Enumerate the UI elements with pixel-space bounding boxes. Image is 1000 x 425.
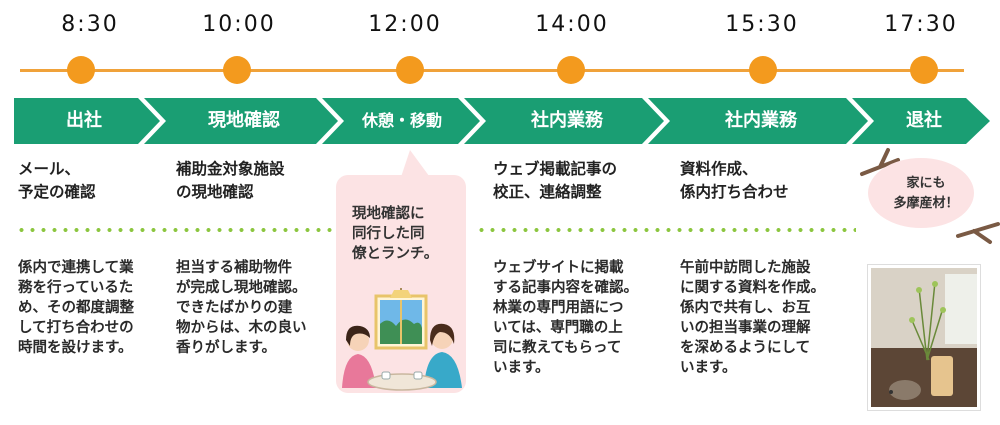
note-cloud	[868, 158, 974, 228]
timeline-dot	[223, 56, 251, 84]
step-label: 社内業務	[531, 110, 603, 131]
time-label: 8:30	[61, 12, 119, 37]
task-description: 午前中訪問した施設 に関する資料を作成。 係内で共有し、お互 いの担当事業の理解…	[680, 260, 825, 376]
step-chevrons	[14, 98, 990, 144]
time-label: 14:00	[535, 12, 609, 37]
task-heading: 資料作成、 係内打ち合わせ	[680, 160, 789, 201]
table-top	[367, 373, 437, 391]
timeline-dot	[910, 56, 938, 84]
timeline-dot	[67, 56, 95, 84]
photo-leaf	[932, 281, 938, 287]
step-label: 退社	[906, 110, 942, 131]
photo-hedgehog-nose	[889, 390, 893, 394]
timeline-dot	[557, 56, 585, 84]
photo-leaf	[916, 287, 922, 293]
chevron-step-2	[144, 98, 338, 144]
photo-wooden-vase	[931, 356, 953, 396]
person-left-body	[342, 354, 376, 388]
task-heading: 補助金対象施設 の現地確認	[176, 160, 285, 201]
lunch-illustration	[342, 288, 462, 391]
time-label: 10:00	[202, 12, 276, 37]
task-heading: ウェブ掲載記事の 校正、連絡調整	[493, 160, 618, 201]
dotted-divider	[16, 228, 332, 232]
photo-leaf	[940, 307, 946, 313]
cup-right	[413, 371, 423, 380]
person-left-hair	[346, 325, 370, 346]
timeline-dot	[749, 56, 777, 84]
home-interior-photo	[867, 264, 981, 411]
cup-left	[381, 371, 391, 380]
task-description: 係内で連携して業 務を行っているた め、その都度調整 して打ち合わせの 時間を設…	[18, 260, 134, 356]
branch-lower	[956, 222, 1000, 244]
photo-window	[945, 274, 977, 344]
branch-decoration	[860, 148, 1000, 244]
step-label: 休憩・移動	[361, 111, 442, 130]
chevron-step-5	[648, 98, 868, 144]
timeline-line	[20, 69, 964, 72]
time-label: 17:30	[884, 12, 958, 37]
timeline-dot	[396, 56, 424, 84]
photo-content	[871, 268, 977, 407]
task-description: 担当する補助物件 が完成し現地確認。 できたばかりの建 物からは、木の良い 香り…	[176, 260, 307, 356]
person-right-hair	[430, 323, 455, 346]
photo-leaf	[909, 317, 915, 323]
chevron-step-1	[14, 98, 160, 144]
chevron-step-6	[852, 98, 990, 144]
step-label: 社内業務	[725, 110, 797, 131]
photo-table	[871, 348, 977, 407]
task-description: ウェブサイトに掲載 する記事内容を確認。 林業の専門用語につ いては、専門職の上…	[493, 260, 638, 376]
lamp-shade	[390, 290, 412, 298]
chevron-step-4	[464, 98, 664, 144]
time-label: 15:30	[725, 12, 799, 37]
note-text: 家にも 多摩産材！	[893, 176, 959, 211]
chevron-step-3	[322, 98, 480, 144]
lunch-bubble-text: 現地確認に 同行した同 僚とランチ。	[352, 206, 439, 262]
photo-stems	[910, 281, 944, 361]
task-heading: メール、 予定の確認	[18, 160, 96, 201]
time-label: 12:00	[368, 12, 442, 37]
step-label: 現地確認	[208, 110, 280, 131]
step-label: 出社	[66, 110, 102, 131]
photo-hedgehog	[889, 380, 921, 400]
dotted-divider	[476, 228, 856, 232]
